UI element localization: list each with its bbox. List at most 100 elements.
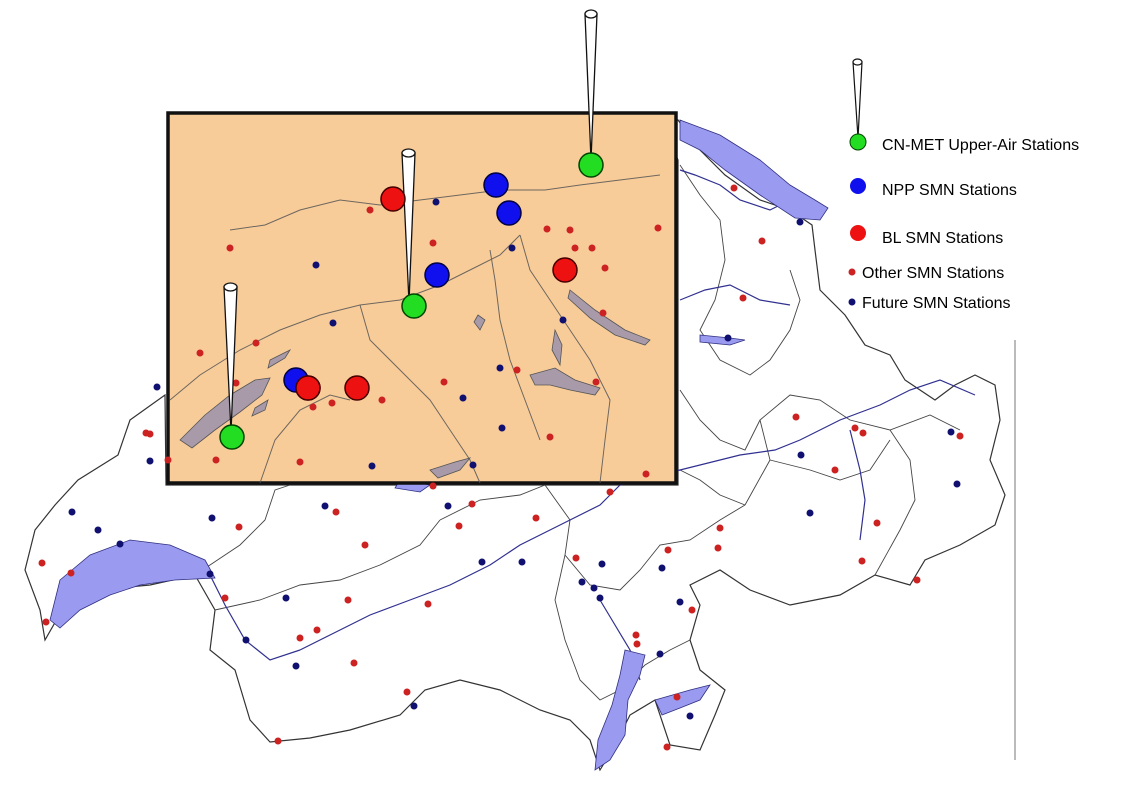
lake-lucerne xyxy=(529,367,601,396)
other-station-dot xyxy=(221,594,229,602)
lake-biel xyxy=(267,349,292,369)
npp-station-marker xyxy=(496,200,522,226)
legend: CN-MET Upper-Air Stations NPP SMN Statio… xyxy=(848,58,1079,312)
upper-air-station-marker xyxy=(219,424,245,450)
other-station-dot xyxy=(332,508,340,516)
other-station-dot xyxy=(403,688,411,696)
legend-bl-marker xyxy=(850,225,866,241)
future-station-dot xyxy=(797,451,805,459)
future-station-dot xyxy=(153,383,161,391)
future-station-dot xyxy=(478,558,486,566)
future-station-dot xyxy=(146,457,154,465)
bl-station-marker xyxy=(344,375,370,401)
future-station-dot xyxy=(686,712,694,720)
future-station-dot xyxy=(658,564,666,572)
other-station-dot xyxy=(792,413,800,421)
lake-thun xyxy=(429,457,472,479)
other-station-dot xyxy=(758,237,766,245)
other-station-dot xyxy=(632,631,640,639)
other-station-dot xyxy=(654,224,662,232)
lake-lugano xyxy=(654,684,711,716)
other-station-dot xyxy=(730,184,738,192)
other-station-dot xyxy=(235,523,243,531)
other-station-dot xyxy=(543,225,551,233)
future-station-dot xyxy=(410,702,418,710)
future-station-dot xyxy=(432,198,440,206)
other-station-dot xyxy=(366,206,374,214)
future-station-dot xyxy=(590,584,598,592)
other-station-dot xyxy=(42,618,50,626)
other-station-dot xyxy=(38,559,46,567)
future-station-dot xyxy=(444,502,452,510)
legend-upper-air-label: CN-MET Upper-Air Stations xyxy=(882,137,1079,154)
future-station-dot xyxy=(94,526,102,534)
legend-npp-label: NPP SMN Stations xyxy=(882,182,1017,199)
other-station-dot xyxy=(378,396,386,404)
future-station-dot xyxy=(292,662,300,670)
legend-upper-air-marker xyxy=(849,133,867,151)
other-station-dot xyxy=(424,600,432,608)
internal-boundaries xyxy=(194,164,961,701)
future-station-dot xyxy=(578,578,586,586)
other-station-dot xyxy=(546,433,554,441)
weather-balloon-icon xyxy=(401,148,416,303)
future-station-dot xyxy=(312,261,320,269)
lake-geneva xyxy=(49,539,216,629)
other-station-dot xyxy=(212,456,220,464)
weather-balloon-icon xyxy=(852,58,863,139)
future-station-dot xyxy=(368,462,376,470)
other-station-dot xyxy=(252,339,260,347)
future-station-dot xyxy=(469,461,477,469)
other-station-dot xyxy=(67,569,75,577)
future-station-dot xyxy=(947,428,955,436)
other-station-dot xyxy=(588,244,596,252)
upper-air-markers xyxy=(219,152,604,450)
other-station-dot xyxy=(714,544,722,552)
future-station-dot xyxy=(68,508,76,516)
legend-future-marker xyxy=(848,298,856,306)
future-station-dot xyxy=(796,218,804,226)
future-station-dot xyxy=(242,636,250,644)
lake-murten xyxy=(251,399,269,417)
lakes xyxy=(49,119,829,771)
other-station-dot xyxy=(572,554,580,562)
lake-constance xyxy=(679,119,829,221)
other-station-dot xyxy=(164,456,172,464)
future-station-dot xyxy=(953,480,961,488)
other-station-dot xyxy=(831,466,839,474)
other-station-dot xyxy=(601,264,609,272)
other-station-dot xyxy=(146,430,154,438)
future-station-dot xyxy=(282,594,290,602)
future-station-dot xyxy=(724,334,732,342)
other-station-dot xyxy=(851,424,859,432)
bl-station-marker xyxy=(295,375,321,401)
future-station-dot xyxy=(596,594,604,602)
future-smn-stations xyxy=(68,198,961,720)
future-station-dot xyxy=(459,394,467,402)
future-station-dot xyxy=(508,244,516,252)
other-station-dot xyxy=(350,659,358,667)
future-station-dot xyxy=(206,570,214,578)
other-station-dot xyxy=(196,349,204,357)
other-station-dot xyxy=(313,626,321,634)
future-station-dot xyxy=(208,514,216,522)
legend-bl-label: BL SMN Stations xyxy=(882,230,1003,247)
future-station-dot xyxy=(116,540,124,548)
bl-station-marker xyxy=(552,257,578,283)
other-station-dot xyxy=(739,294,747,302)
future-station-dot xyxy=(496,364,504,372)
legend-npp-marker xyxy=(850,178,866,194)
future-station-dot xyxy=(329,319,337,327)
other-station-dot xyxy=(513,366,521,374)
other-station-dot xyxy=(440,378,448,386)
future-station-dot xyxy=(559,316,567,324)
lake-zurich xyxy=(567,289,651,346)
other-smn-stations xyxy=(38,184,964,751)
other-station-dot xyxy=(858,557,866,565)
weather-balloon-icon xyxy=(223,282,238,433)
other-station-dot xyxy=(606,488,614,496)
other-station-dot xyxy=(296,634,304,642)
future-station-dot xyxy=(598,560,606,568)
lake-zug xyxy=(551,328,563,367)
future-station-dot xyxy=(676,598,684,606)
